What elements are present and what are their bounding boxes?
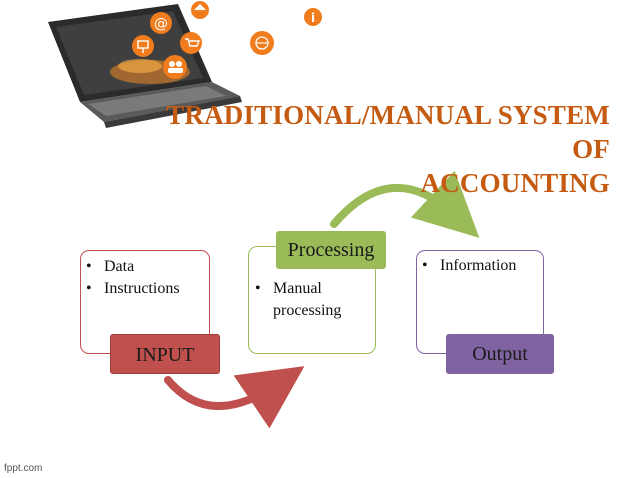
title-line-1: TRADITIONAL/MANUAL SYSTEM OF: [166, 100, 610, 164]
input-bullet-data: Data: [86, 256, 180, 278]
network-icon: [132, 35, 154, 57]
processing-bullets: Manual processing: [255, 278, 373, 322]
processing-bullet-manual: Manual processing: [255, 278, 373, 322]
globe-icon: [250, 31, 274, 55]
arrow-processing-to-output: [330, 170, 480, 238]
users-icon: [163, 55, 187, 79]
arrow-input-to-processing: [164, 366, 305, 429]
email-icon: @: [150, 12, 172, 34]
svg-text:@: @: [154, 16, 168, 32]
home-icon: [191, 1, 209, 19]
output-label: Output: [446, 334, 554, 374]
svg-text:i: i: [311, 11, 315, 25]
title-line-2: ACCOUNTING: [420, 168, 610, 198]
output-bullets: Information: [422, 255, 516, 277]
cart-icon: [180, 32, 202, 54]
input-bullet-instructions: Instructions: [86, 278, 180, 300]
input-bullets: Data Instructions: [86, 256, 180, 300]
input-label: INPUT: [110, 334, 220, 374]
info-icon: i: [304, 8, 322, 26]
output-bullet-information: Information: [422, 255, 516, 277]
footer-brand: fppt.com: [4, 463, 43, 474]
processing-label: Processing: [276, 231, 386, 269]
page-title: TRADITIONAL/MANUAL SYSTEM OF ACCOUNTING: [130, 98, 610, 200]
